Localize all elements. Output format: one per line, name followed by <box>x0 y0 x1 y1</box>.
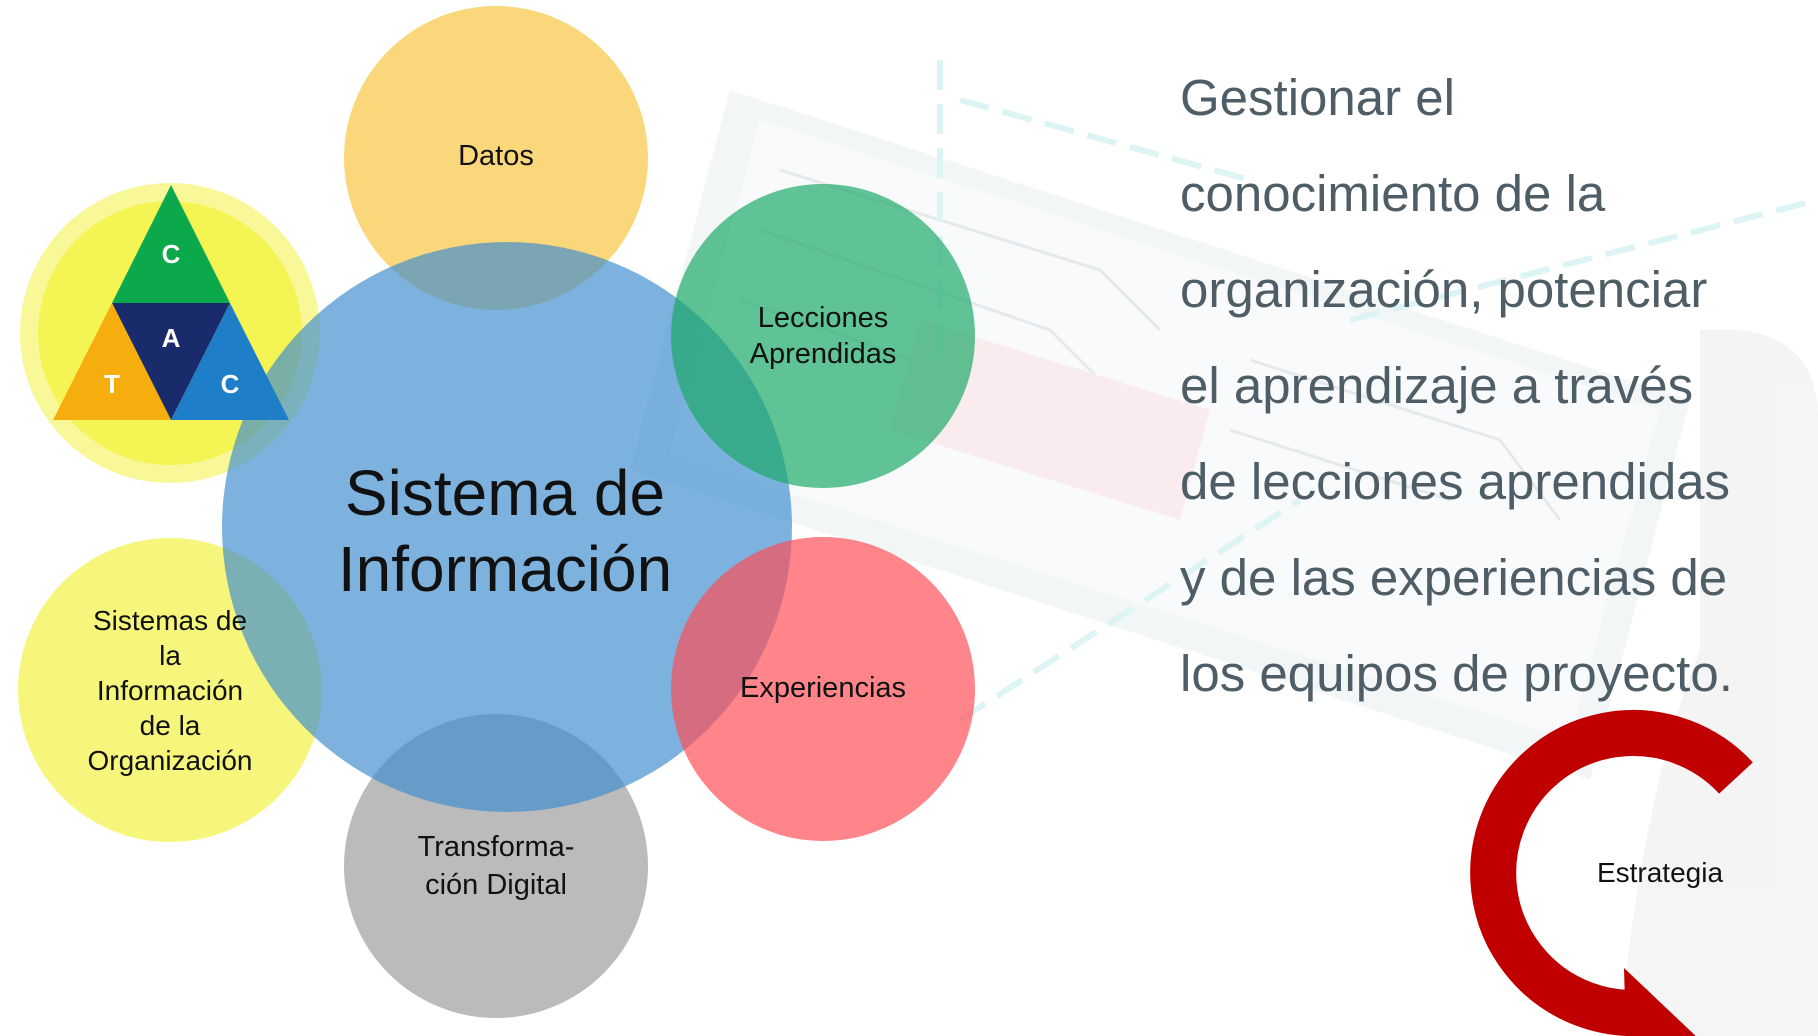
statement-line-3: organización, potenciar <box>1180 261 1708 318</box>
statement-line-2: conocimiento de la <box>1180 165 1606 222</box>
tac-letter-center: A <box>162 323 181 353</box>
transformacion-label: Transforma- ción Digital <box>376 828 616 904</box>
sistema-label-line-1: Sistema de <box>344 457 666 529</box>
sistemas-org-label-line-4: de la <box>139 710 201 741</box>
datos-label: Datos <box>458 140 534 172</box>
sistemas-org-label-line-3: Información <box>96 675 244 706</box>
statement-line-7: los equipos de proyecto. <box>1180 645 1733 702</box>
sistemas-org-label: Sistemas de la Información de la Organiz… <box>40 603 300 778</box>
transformacion-label-line-1: Transforma- <box>417 831 575 863</box>
statement-line-5: de lecciones aprendidas <box>1180 453 1731 510</box>
sistemas-org-label-line-2: la <box>159 640 181 671</box>
statement-line-6: y de las experiencias de <box>1180 549 1728 606</box>
lecciones-label: Lecciones Aprendidas <box>713 300 933 372</box>
sistema-label-line-2: Información <box>337 533 673 605</box>
sistemas-org-label-line-1: Sistemas de <box>92 605 248 636</box>
transformacion-label-line-2: ción Digital <box>425 869 567 901</box>
sistema-label: Sistema de Información <box>270 455 740 607</box>
statement-text: Gestionar el conocimiento de la organiza… <box>1180 50 1800 722</box>
statement-line-4: el aprendizaje a través <box>1180 357 1694 414</box>
strategy-arrow-icon <box>1470 710 1753 1036</box>
tac-triangle: C A T C <box>53 185 289 420</box>
strategy-label: Estrategia <box>1596 857 1724 888</box>
tac-letter-left: T <box>104 369 120 399</box>
statement-line-1: Gestionar el <box>1180 69 1455 126</box>
sistema-circle <box>222 242 792 812</box>
lecciones-label-line-2: Aprendidas <box>749 338 897 370</box>
triangle-top <box>112 185 230 303</box>
lecciones-circle <box>671 184 975 488</box>
experiencias-circle <box>671 537 975 841</box>
sistemas-org-label-line-5: Organización <box>87 745 253 776</box>
triangle-right <box>171 303 289 420</box>
tac-letter-right: C <box>221 369 240 399</box>
lecciones-label-line-1: Lecciones <box>757 302 889 334</box>
experiencias-label: Experiencias <box>739 672 907 704</box>
triangle-center <box>112 303 230 420</box>
tac-letter-top: C <box>162 239 181 269</box>
datos-circle <box>344 6 648 310</box>
triangle-left <box>53 303 171 420</box>
